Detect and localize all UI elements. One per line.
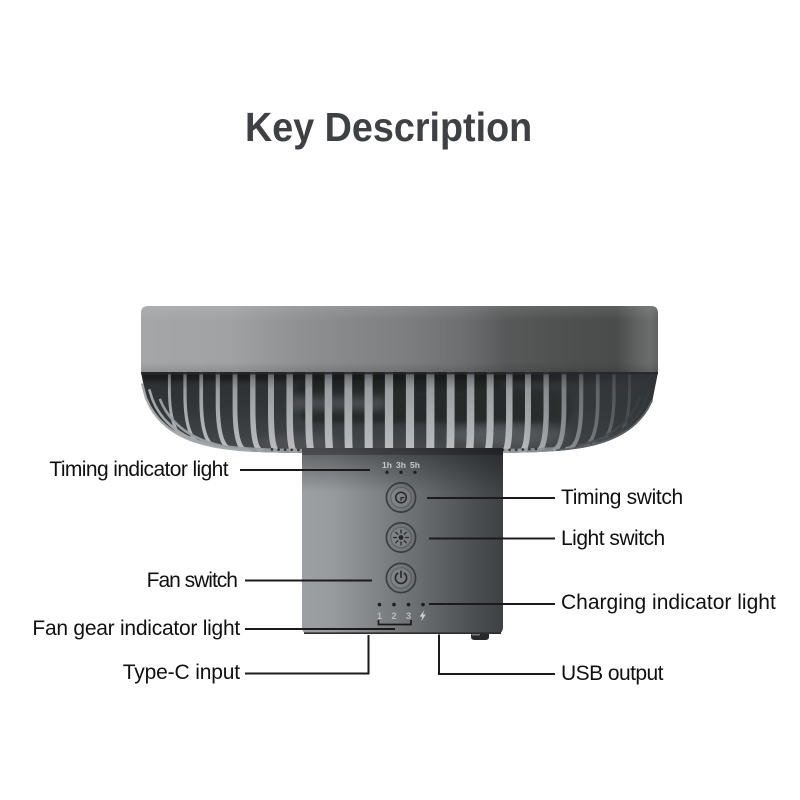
svg-text:3: 3 [406, 611, 411, 622]
svg-text:1: 1 [377, 611, 383, 622]
svg-text:2: 2 [391, 611, 396, 622]
svg-text:3h: 3h [396, 460, 406, 470]
svg-text:1h: 1h [382, 460, 392, 470]
svg-text:5h: 5h [410, 460, 420, 470]
